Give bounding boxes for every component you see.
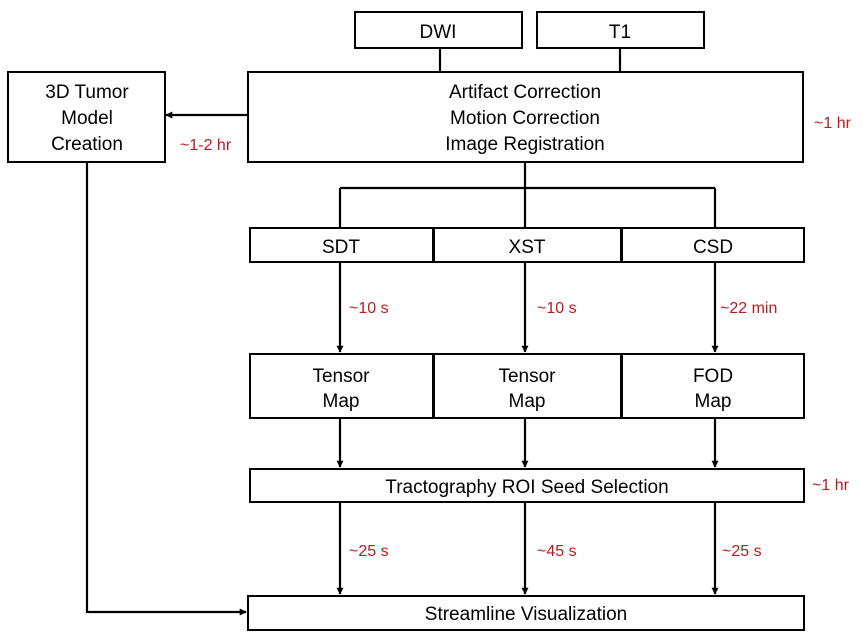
node-tumor-line-3: Creation [51, 134, 123, 155]
node-fod-line-1: FOD [693, 366, 733, 387]
timing-tumor: ~1-2 hr [180, 137, 232, 154]
node-fod: FOD Map [621, 353, 805, 419]
timing-csd: ~22 min [720, 300, 777, 317]
timing-xst: ~10 s [537, 300, 577, 317]
node-xst-label: XST [509, 237, 546, 258]
node-preprocess-line-2: Motion Correction [450, 108, 600, 129]
node-preprocess-line-1: Artifact Correction [449, 82, 601, 103]
edge-tumor-viz [85, 162, 247, 616]
node-tensor-xst-line-1: Tensor [498, 366, 556, 387]
timing-labels: ~1 hr ~1-2 hr ~10 s ~10 s ~22 min ~1 hr … [180, 115, 852, 560]
node-tumor: 3D Tumor Model Creation [7, 71, 166, 163]
node-csd-label: CSD [693, 237, 733, 258]
node-fod-line-2: Map [695, 391, 732, 412]
node-tumor-line-2: Model [61, 108, 113, 129]
node-sdt-label: SDT [322, 237, 360, 258]
timing-seed: ~1 hr [812, 477, 850, 494]
node-csd: CSD [621, 227, 805, 263]
node-t1: T1 [536, 11, 705, 49]
node-viz: Streamline Visualization [247, 595, 805, 631]
node-preprocess-line-3: Image Registration [445, 134, 604, 155]
timing-seed-sdt: ~25 s [349, 543, 389, 560]
node-t1-label: T1 [609, 22, 631, 43]
node-xst: XST [433, 227, 622, 263]
node-tensor-xst: Tensor Map [433, 353, 622, 419]
node-seed: Tractography ROI Seed Selection [249, 468, 805, 503]
node-tensor-sdt-line-2: Map [323, 391, 360, 412]
node-viz-label: Streamline Visualization [425, 604, 627, 625]
node-dwi: DWI [354, 11, 523, 49]
node-tensor-xst-line-2: Map [509, 391, 546, 412]
timing-seed-xst: ~45 s [537, 543, 577, 560]
node-sdt: SDT [249, 227, 434, 263]
node-preprocess: Artifact Correction Motion Correction Im… [247, 71, 804, 163]
edges [85, 48, 719, 616]
node-seed-label: Tractography ROI Seed Selection [385, 477, 668, 498]
timing-sdt: ~10 s [349, 300, 389, 317]
timing-seed-csd: ~25 s [722, 543, 762, 560]
node-tensor-sdt: Tensor Map [249, 353, 434, 419]
timing-preprocess: ~1 hr [814, 115, 852, 132]
node-dwi-label: DWI [420, 22, 457, 43]
node-tumor-line-1: 3D Tumor [45, 82, 129, 103]
node-tensor-sdt-line-1: Tensor [312, 366, 370, 387]
